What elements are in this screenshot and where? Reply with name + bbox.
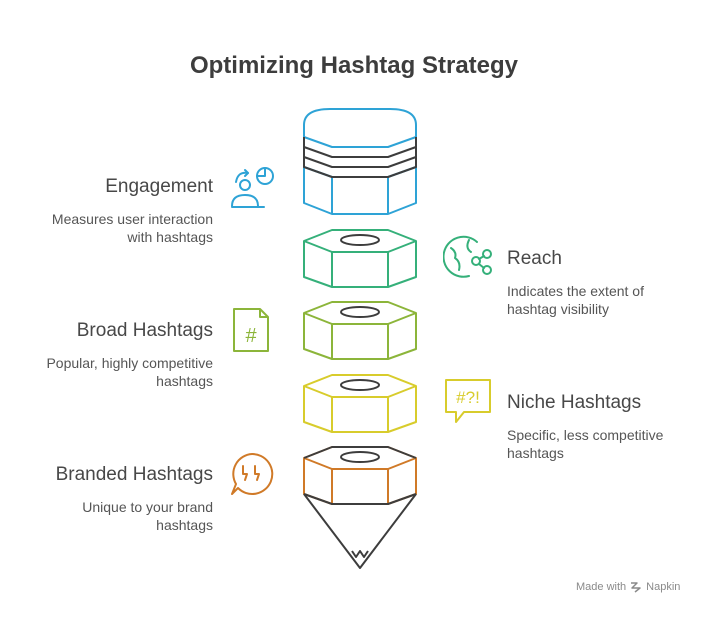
napkin-logo-icon bbox=[631, 582, 641, 593]
network-globe-icon bbox=[443, 235, 492, 278]
reach-description: Indicates the extent of hashtag visibili… bbox=[507, 283, 644, 317]
hashtag-document-icon: # bbox=[233, 308, 269, 352]
svg-text:#: # bbox=[245, 325, 257, 347]
branded-segment bbox=[303, 446, 417, 505]
branded-hashtags-description: Unique to your brand hashtags bbox=[82, 499, 213, 533]
engagement-segment bbox=[303, 108, 417, 215]
niche-hashtags-description: Specific, less competitive hashtags bbox=[507, 427, 664, 461]
reach-segment bbox=[303, 229, 417, 288]
engagement-icon bbox=[231, 167, 274, 208]
broad-hashtags-label: Broad Hashtags bbox=[76, 320, 213, 341]
broad-segment bbox=[303, 301, 417, 360]
napkin-brand-text: Napkin bbox=[646, 581, 681, 593]
engagement-label: Engagement bbox=[105, 176, 213, 197]
engagement-rings bbox=[303, 137, 417, 178]
reach-nut-hole bbox=[340, 234, 380, 246]
branded-nut-hole bbox=[340, 451, 380, 463]
made-with-napkin-footer[interactable]: Made with Napkin bbox=[576, 581, 680, 593]
page-title: Optimizing Hashtag Strategy bbox=[189, 52, 519, 79]
branded-hashtags-label: Branded Hashtags bbox=[55, 464, 213, 485]
made-with-text: Made with bbox=[576, 581, 627, 593]
broad-hashtags-description: Popular, highly competitive hashtags bbox=[46, 355, 213, 389]
quote-bubble-icon bbox=[231, 452, 274, 495]
pencil-tip bbox=[303, 493, 417, 569]
niche-hashtags-label: Niche Hashtags bbox=[507, 392, 642, 413]
niche-segment bbox=[303, 374, 417, 433]
engagement-description: Measures user interaction with hashtags bbox=[51, 211, 213, 245]
svg-text:#?!: #?! bbox=[456, 388, 480, 407]
reach-label: Reach bbox=[507, 248, 562, 269]
niche-nut-hole bbox=[340, 379, 380, 391]
hashtag-speech-bubble-icon: #?! bbox=[445, 379, 491, 423]
broad-nut-hole bbox=[340, 306, 380, 318]
